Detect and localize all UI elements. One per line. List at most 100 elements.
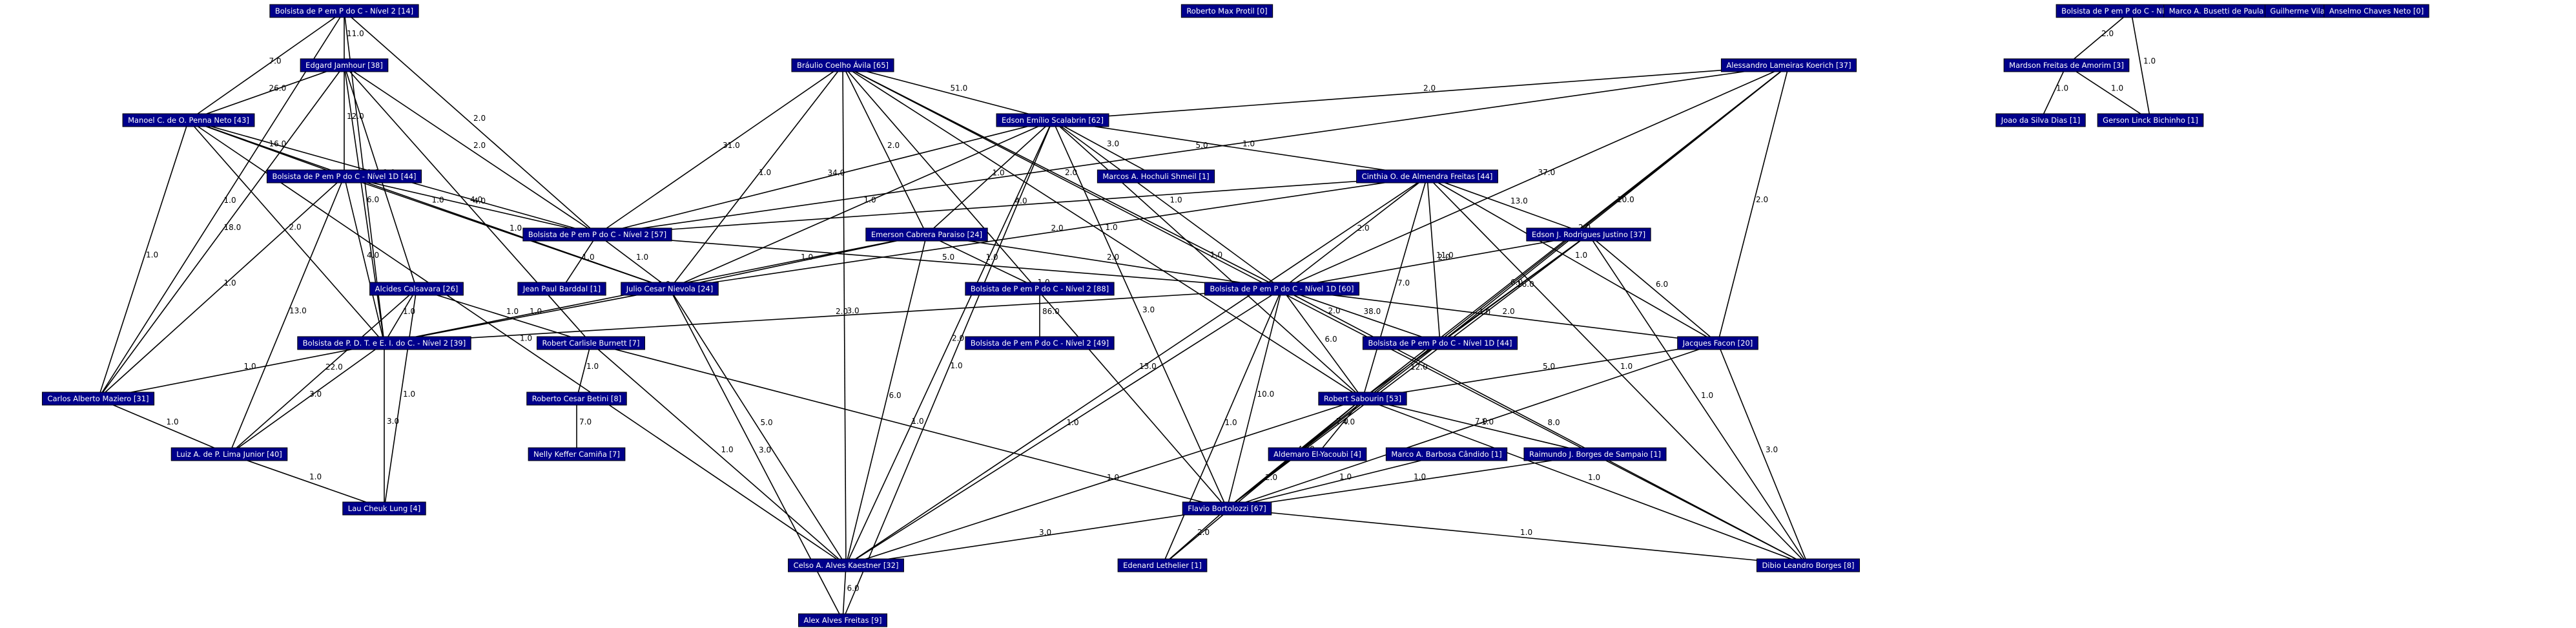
node-cinthia-o-de-almendra-freitas[interactable]: Cinthia O. de Almendra Freitas [44]: [1356, 169, 1498, 183]
node-box: [2324, 4, 2429, 18]
edge-n37-n39: [229, 454, 385, 509]
node-luiz-a-de-p-lima-junior[interactable]: Luiz A. de P. Lima Junior [40]: [170, 447, 288, 461]
edge-weight-label: 31.0: [723, 141, 740, 150]
node-aldemaro-el-yacoubi[interactable]: Aldemaro El-Yacoubi [4]: [1268, 447, 1367, 461]
edge-n11-n25: [1052, 120, 1283, 289]
edge-weight-label: 4.0: [367, 251, 379, 260]
node-bolsista-de-p-em-p-do-c-n-vel-1d[interactable]: Bolsista de P em P do C - Nível 1D [44]: [1362, 336, 1518, 350]
node-anselmo-chaves-neto[interactable]: Anselmo Chaves Neto [0]: [2324, 4, 2429, 18]
node-jacques-facon[interactable]: Jacques Facon [20]: [1677, 336, 1758, 350]
node-box: [1526, 227, 1651, 242]
node-edgard-jamhour[interactable]: Edgard Jamhour [38]: [300, 58, 389, 72]
node-jean-paul-barddal[interactable]: Jean Paul Barddal [1]: [517, 282, 606, 296]
node-label: Joao da Silva Dias [1]: [2001, 116, 2080, 125]
node-celso-a-alves-kaestner[interactable]: Celso A. Alves Kaestner [32]: [788, 558, 904, 572]
edge-weight-label: 2.0: [1107, 253, 1119, 262]
edge-n16-n22: [344, 176, 670, 289]
node-edson-j-rodrigues-justino[interactable]: Edson J. Rodrigues Justino [37]: [1526, 227, 1651, 242]
node-label: Marco A. Busetti de Paula [0]: [2169, 6, 2277, 16]
edge-weight-label: 1.0: [721, 445, 734, 454]
node-br-ulio-coelho-vila[interactable]: Bráulio Coelho Ávila [65]: [791, 58, 894, 72]
edge-weight-label: 6.0: [889, 391, 902, 400]
edge-weight-label: 11.0: [347, 29, 364, 38]
node-marcos-a-hochuli-shmeil[interactable]: Marcos A. Hochuli Shmeil [1]: [1097, 169, 1215, 183]
node-box: [269, 4, 419, 18]
edge-n23-n37: [229, 288, 417, 455]
node-alcides-calsavara[interactable]: Alcides Calsavara [26]: [369, 282, 464, 296]
node-box: [170, 447, 288, 461]
edge-weight-label: 7.0: [1475, 417, 1487, 426]
edge-n26-n37: [229, 342, 385, 455]
edge-n11-n17: [1052, 120, 1428, 177]
node-joao-da-silva-dias[interactable]: Joao da Silva Dias [1]: [1995, 113, 2086, 127]
node-bolsista-de-p-em-p-do-c-n-vel-1d[interactable]: Bolsista de P em P do C - Nível 1D [44]: [266, 169, 422, 183]
edge-n27-n32: [576, 342, 592, 399]
edge-n25-n30: [1281, 288, 1718, 344]
node-box: [122, 113, 255, 127]
node-edson-em-lio-scalabrin[interactable]: Edson Emílio Scalabrin [62]: [996, 113, 1109, 127]
edge-weight-label: 6.0: [1656, 280, 1668, 289]
edge-weight-label: 1.0: [224, 196, 236, 205]
edge-n1-n10: [188, 10, 345, 121]
node-nelly-keffer-cami-a[interactable]: Nelly Keffer Camiña [7]: [528, 447, 626, 461]
node-raimundo-j-borges-de-sampaio[interactable]: Raimundo J. Borges de Sampaio [1]: [1523, 447, 1667, 461]
node-emerson-cabrera-paraiso[interactable]: Emerson Cabrera Paraiso [24]: [865, 227, 988, 242]
node-bolsista-de-p-em-p-do-c-n-vel-2[interactable]: Bolsista de P em P do C - Nível 2 [57]: [522, 227, 672, 242]
edge-n23-n39: [384, 288, 417, 509]
node-marco-a-busetti-de-paula[interactable]: Marco A. Busetti de Paula [0]: [2163, 4, 2282, 18]
node-box: [300, 58, 389, 72]
edge-n17-n30: [1427, 176, 1718, 344]
edge-n19-n24: [926, 234, 1040, 289]
node-lau-cheuk-lung[interactable]: Lau Cheuk Lung [4]: [342, 501, 426, 516]
node-box: [1756, 558, 1860, 572]
edge-n11-n22: [669, 120, 1053, 289]
edge-n16-n18: [344, 176, 598, 235]
node-flavio-bortolozzi[interactable]: Flavio Bortolozzi [67]: [1182, 501, 1272, 516]
edge-n9-n40: [1226, 65, 1789, 509]
node-box: [1677, 336, 1758, 350]
edge-weight-label: 10.0: [1617, 195, 1634, 204]
node-bolsista-de-p-em-p-do-c-n-vel-2[interactable]: Bolsista de P em P do C - Nível 2 [14]: [269, 4, 419, 18]
node-manoel-c-de-o-penna-neto[interactable]: Manoel C. de O. Penna Neto [43]: [122, 113, 255, 127]
edge-weight-label: 13.0: [289, 306, 307, 315]
node-bolsista-de-p-d-t-e-e-i-do-c-n-vel-2[interactable]: Bolsista de P. D. T. e E. I. do C. - Nív…: [297, 336, 471, 350]
node-carlos-alberto-maziero[interactable]: Carlos Alberto Maziero [31]: [41, 392, 155, 406]
node-bolsista-de-p-em-p-do-c-n-vel-2[interactable]: Bolsista de P em P do C - Nível 2 [49]: [965, 336, 1115, 350]
node-roberto-max-protil[interactable]: Roberto Max Protil [0]: [1180, 4, 1273, 18]
edge-weight-label: 34.0: [828, 169, 845, 178]
node-label: Julio Cesar Nievola [24]: [626, 284, 714, 293]
node-box: [2003, 58, 2130, 72]
edge-n30-n40: [1226, 342, 1718, 509]
edge-n25-n42: [1162, 288, 1283, 566]
node-roberto-cesar-betini[interactable]: Roberto Cesar Betini [8]: [526, 392, 627, 406]
node-gerson-linck-bichinho[interactable]: Gerson Linck Bichinho [1]: [2097, 113, 2204, 127]
node-julio-cesar-nievola[interactable]: Julio Cesar Nievola [24]: [621, 282, 719, 296]
node-label: Celso A. Alves Kaestner [32]: [794, 561, 899, 570]
edge-weight-label: 1.0: [146, 251, 158, 260]
node-alex-alves-freitas[interactable]: Alex Alves Freitas [9]: [798, 613, 888, 627]
edge-weight-label: 1.0: [1242, 140, 1255, 149]
edge-weight-label: 1.0: [1575, 251, 1587, 260]
edge-weight-label: 1.0: [2056, 84, 2068, 93]
node-label: Mardson Freitas de Amorim [3]: [2009, 61, 2124, 70]
edge-weight-label: 11.0: [1436, 251, 1454, 260]
node-alessandro-lameiras-koerich[interactable]: Alessandro Lameiras Koerich [37]: [1720, 58, 1857, 72]
edge-n10-n41: [188, 120, 847, 566]
edge-n10-n31: [98, 120, 189, 399]
node-robert-sabourin[interactable]: Robert Sabourin [53]: [1318, 392, 1407, 406]
node-robert-carlisle-burnett[interactable]: Robert Carlisle Burnett [7]: [537, 336, 645, 350]
node-box: [537, 336, 645, 350]
node-bolsista-de-p-em-p-do-c-n-vel-2[interactable]: Bolsista de P em P do C - Nível 2 [88]: [965, 282, 1115, 296]
edge-weight-label: 12.0: [1410, 362, 1428, 372]
edge-weight-label: 7.0: [269, 57, 282, 66]
edge-n8-n25: [842, 65, 1283, 289]
edge-weight-label: 1.0: [309, 472, 322, 481]
edge-weight-label: 1.0: [759, 168, 771, 177]
node-edenard-lethelier[interactable]: Edenard Lethelier [1]: [1117, 558, 1208, 572]
node-dibio-leandro-borges[interactable]: Dibio Leandro Borges [8]: [1756, 558, 1860, 572]
edge-n16-n31: [98, 176, 345, 399]
node-mardson-freitas-de-amorim[interactable]: Mardson Freitas de Amorim [3]: [2003, 58, 2130, 72]
node-bolsista-de-p-em-p-do-c-n-vel-1d[interactable]: Bolsista de P em P do C - Nível 1D [60]: [1204, 282, 1360, 296]
node-marco-a-barbosa-c-ndido[interactable]: Marco A. Barbosa Cândido [1]: [1385, 447, 1508, 461]
